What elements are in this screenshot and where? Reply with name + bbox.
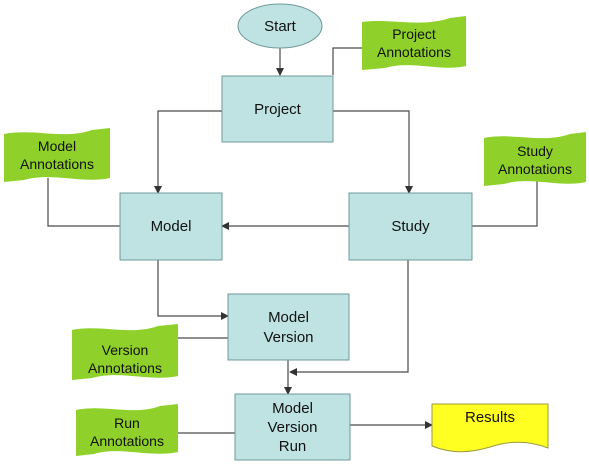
study-label: Study [391, 218, 430, 235]
run-annotations-banner: Run Annotations [76, 404, 178, 456]
run-annotations-line-1: Run [114, 415, 140, 431]
results-node: Results [431, 403, 549, 453]
model-version-node: Model Version [227, 293, 350, 361]
study-node: Study [348, 192, 473, 261]
connector-model-to-model-version [157, 260, 229, 320]
project-annotations-shape [362, 16, 466, 70]
version-annotations-line-2: Annotations [88, 360, 162, 376]
project-node: Project [221, 75, 334, 143]
project-label: Project [254, 101, 302, 118]
model-version-run-box [234, 393, 351, 461]
model-version-label-line-1: Model [268, 309, 309, 326]
model-node: Model [119, 192, 223, 261]
run-annotations-shape [76, 404, 178, 456]
connector-study-annotations-to-study [472, 180, 538, 227]
connector-project-to-study [333, 110, 413, 194]
results-document-shape [431, 403, 549, 453]
study-annotations-line-2: Annotations [498, 161, 572, 177]
model-box [119, 192, 223, 261]
start-label: Start [264, 18, 297, 35]
connector-project-to-model [154, 110, 222, 194]
project-box [221, 75, 334, 143]
version-annotations-shape [72, 324, 178, 380]
model-annotations-shape [4, 128, 110, 182]
start-node: Start [237, 3, 323, 49]
connectors [47, 47, 538, 434]
study-annotations-line-1: Study [517, 143, 553, 159]
model-version-label-line-2: Version [263, 329, 313, 346]
study-annotations-shape [484, 132, 586, 186]
project-annotations-line-1: Project [392, 26, 436, 42]
start-ellipse [237, 3, 323, 49]
model-version-run-label-line-2: Version [267, 419, 317, 436]
version-annotations-banner: Version Annotations [72, 324, 178, 380]
model-version-box [227, 293, 350, 361]
study-box [348, 192, 473, 261]
model-annotations-line-1: Model [38, 138, 76, 154]
project-annotations-line-2: Annotations [377, 44, 451, 60]
study-annotations-banner: Study Annotations [484, 132, 586, 186]
connector-project-to-project-annotations [332, 47, 362, 75]
model-version-run-label-line-1: Model [272, 400, 313, 417]
model-version-run-node: Model Version Run [234, 393, 351, 461]
version-annotations-line-1: Version [102, 342, 149, 358]
project-annotations-banner: Project Annotations [362, 16, 466, 70]
model-annotations-banner: Model Annotations [4, 128, 110, 182]
model-version-run-label-line-3: Run [279, 438, 307, 455]
connector-study-to-run-junction [289, 260, 409, 376]
results-label: Results [465, 409, 515, 426]
model-annotations-line-2: Annotations [20, 156, 94, 172]
connector-model-annotations-to-model [47, 178, 120, 227]
model-label: Model [151, 218, 192, 235]
run-annotations-line-2: Annotations [90, 433, 164, 449]
